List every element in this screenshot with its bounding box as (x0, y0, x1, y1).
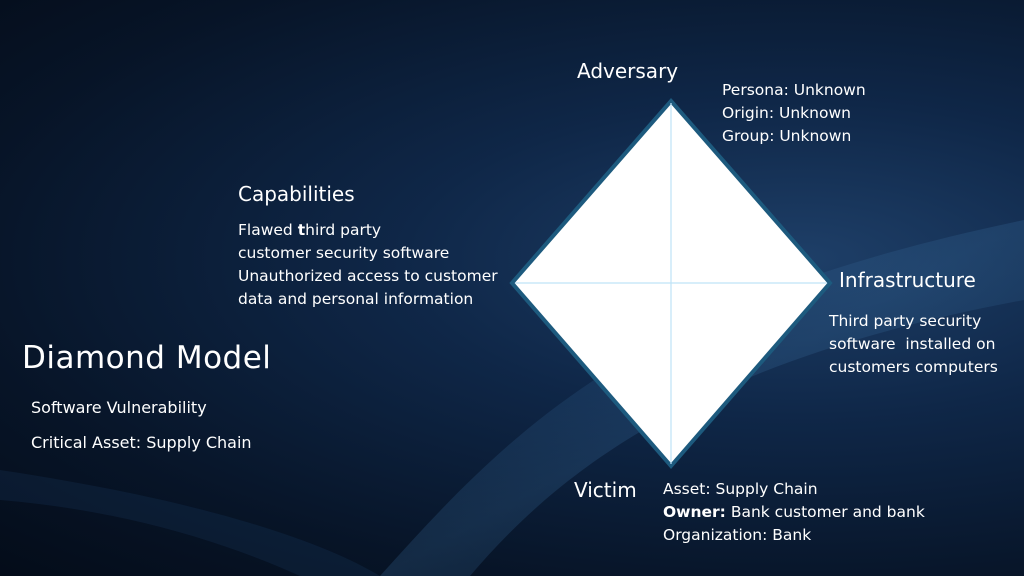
page-title: Diamond Model (22, 340, 272, 376)
capabilities-line-4: data and personal information (238, 290, 474, 308)
victim-organization: Organization: Bank (663, 526, 812, 544)
infrastructure-line-1: Third party security (829, 312, 982, 330)
adversary-details: Persona: Unknown Origin: Unknown Group: … (722, 79, 866, 148)
capabilities-line-1: Flawed third party (238, 221, 382, 239)
infrastructure-details: Third party security software installed … (829, 310, 998, 379)
capabilities-line-2: customer security software (238, 244, 450, 262)
victim-owner: Owner: Bank customer and bank (663, 503, 925, 521)
victim-details: Asset: Supply Chain Owner: Bank customer… (663, 478, 925, 547)
infrastructure-label: Infrastructure (839, 268, 976, 292)
adversary-origin: Origin: Unknown (722, 104, 851, 122)
adversary-group: Group: Unknown (722, 127, 852, 145)
adversary-label: Adversary (577, 59, 679, 83)
victim-asset: Asset: Supply Chain (663, 480, 818, 498)
victim-label: Victim (574, 478, 637, 502)
infrastructure-line-3: customers computers (829, 358, 998, 376)
capabilities-line-3: Unauthorized access to customer (238, 267, 498, 285)
capabilities-label: Capabilities (238, 182, 355, 206)
subtitle-critical-asset: Critical Asset: Supply Chain (31, 433, 252, 452)
subtitle-vulnerability: Software Vulnerability (31, 398, 207, 417)
infrastructure-line-2: software installed on (829, 335, 996, 353)
adversary-persona: Persona: Unknown (722, 81, 866, 99)
capabilities-details: Flawed third party customer security sof… (238, 219, 498, 311)
